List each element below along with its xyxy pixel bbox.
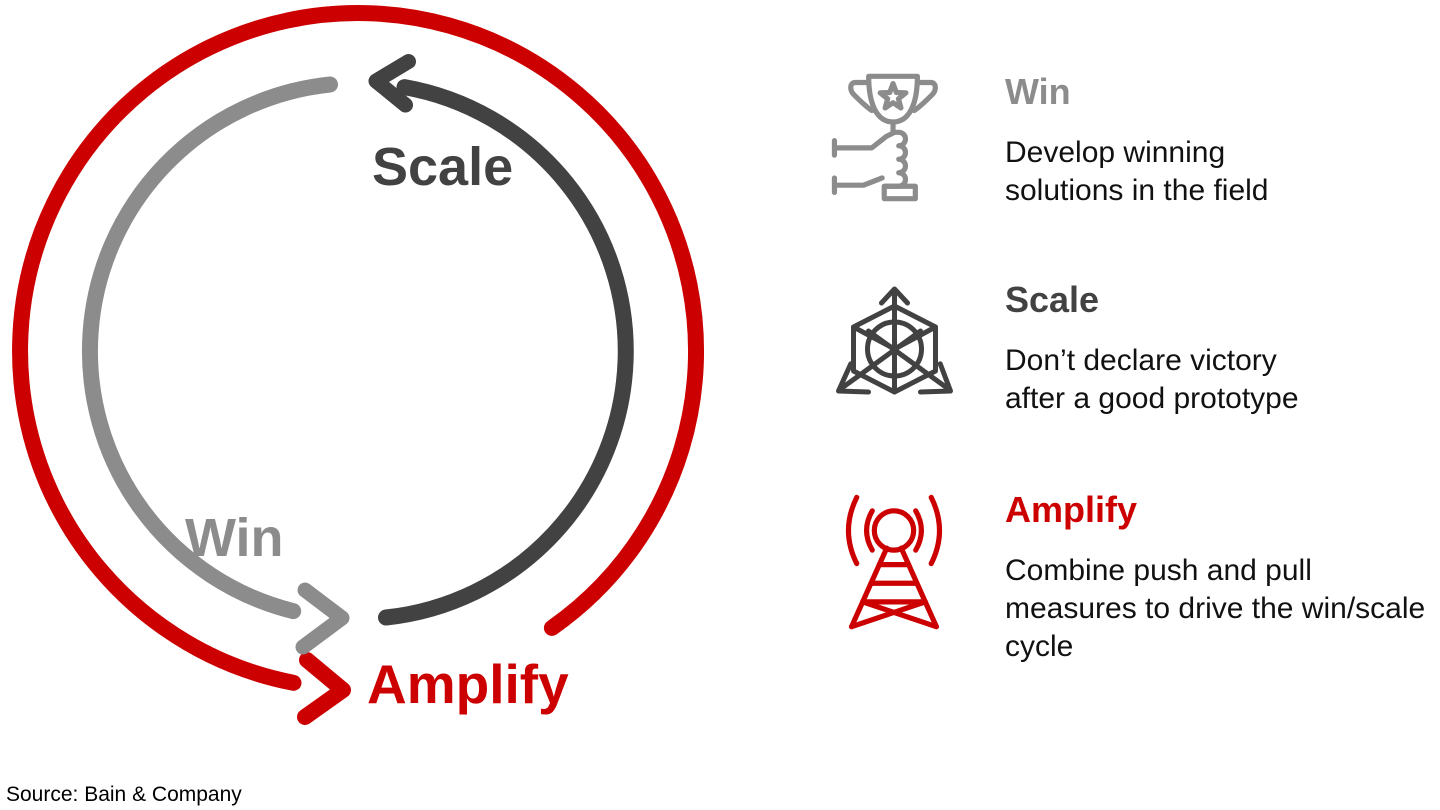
radio-tower-icon xyxy=(822,486,972,630)
win-arrowhead xyxy=(295,582,350,655)
cube-expand-icon xyxy=(822,276,972,416)
legend-description-scale: Don’t declare victory after a good proto… xyxy=(1005,344,1299,415)
scale-arrowhead xyxy=(368,54,416,113)
cycle-label-win: Win xyxy=(185,508,284,568)
legend-description-amplify: Combine push and pull measures to drive … xyxy=(1005,554,1426,663)
cycle-label-scale: Scale xyxy=(372,137,514,197)
source-note: Source: Bain & Company xyxy=(6,783,242,806)
legend-item-win: Win Develop winning solutions in the fie… xyxy=(822,68,1305,210)
trophy-in-hand-icon xyxy=(822,68,972,208)
legend-description-win: Develop winning solutions in the field xyxy=(1005,136,1269,207)
cycle-arcs-graphic xyxy=(12,5,705,725)
cycle-label-amplify: Amplify xyxy=(367,653,569,715)
legend-item-scale: Scale Don’t declare victory after a good… xyxy=(822,276,1325,418)
win-arc xyxy=(81,76,338,620)
legend-title-amplify: Amplify xyxy=(1005,489,1138,530)
legend-item-amplify: Amplify Combine push and pull measures t… xyxy=(822,486,1440,666)
legend-title-scale: Scale xyxy=(1005,279,1100,320)
scale-arc xyxy=(378,79,634,626)
amplify-arc xyxy=(12,5,705,691)
legend-title-win: Win xyxy=(1005,71,1071,112)
amplify-arrowhead xyxy=(297,652,351,725)
